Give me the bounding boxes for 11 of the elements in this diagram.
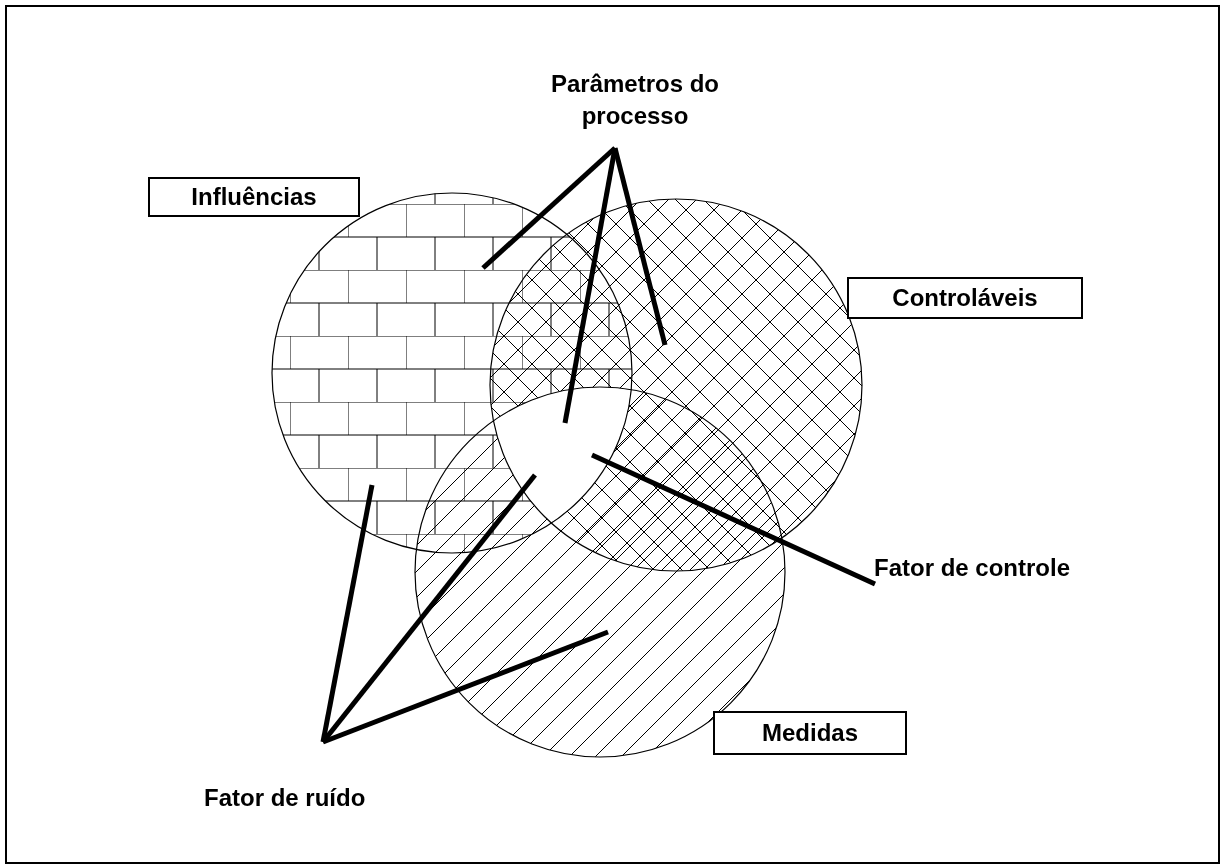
callout-label: Fator de controle	[874, 552, 1174, 586]
label-box: Influências	[148, 177, 360, 217]
leader-line	[322, 629, 609, 745]
blank-overlap-area	[495, 388, 630, 521]
label-box: Medidas	[713, 711, 907, 755]
leader-line	[612, 147, 668, 346]
callout-label: Fator de ruído	[204, 782, 444, 816]
leader-line	[481, 146, 617, 270]
callout-label: Parâmetros do processo	[520, 68, 750, 140]
leader-line	[320, 484, 375, 743]
label-box: Controláveis	[847, 277, 1083, 319]
